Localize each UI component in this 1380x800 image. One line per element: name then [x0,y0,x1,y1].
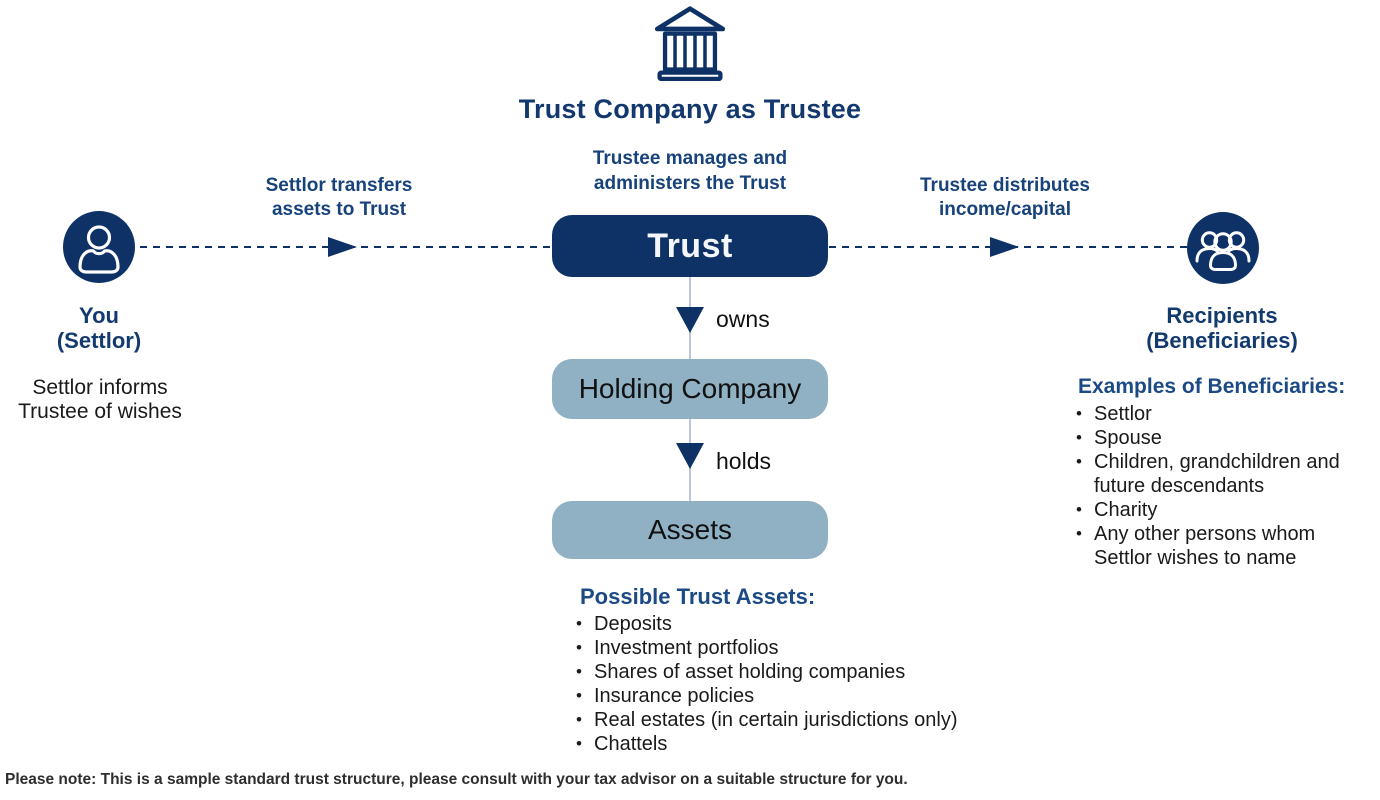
recipients-title: Recipients [1166,303,1278,328]
trust-box: Trust [552,215,828,277]
connector-trust-holding [662,277,718,361]
edge-label-transfer: Settlor transfers assets to Trust [239,174,439,222]
list-item: Shares of asset holding companies [572,660,1032,684]
arrowhead-right-icon [990,237,1019,257]
owns-label: owns [716,306,770,332]
trust-caption-line1: Trustee manages and [592,148,788,169]
person-icon [63,211,135,283]
trust-caption: Trustee manages and administers the Trus… [540,146,840,196]
edge-label-transfer-line1: Settlor transfers [265,175,413,196]
list-item: Investment portfolios [572,636,1032,660]
list-item: Chattels [572,732,1032,756]
settlor-subtitle: (Settlor) [56,328,142,353]
list-item: Charity [1072,498,1340,522]
bank-icon [651,4,729,82]
settlor-node-label: You (Settlor) [19,303,179,353]
assets-list: DepositsInvestment portfoliosShares of a… [572,612,1032,756]
edge-label-transfer-line2: assets to Trust [271,199,407,220]
trust-caption-line2: administers the Trust [593,173,787,194]
assets-box: Assets [552,501,828,559]
edge-label-distribute-line2: income/capital [939,199,1071,220]
holding-company-label: Holding Company [578,373,802,404]
holds-label: holds [716,448,771,474]
recipients-node-label: Recipients (Beneficiaries) [1112,303,1332,353]
assets-section-heading: Possible Trust Assets: [580,584,816,609]
list-item: Spouse [1072,426,1340,450]
assets-box-label: Assets [647,514,733,545]
settlor-title: You [79,303,119,328]
list-item: Real estates (in certain jurisdictions o… [572,708,1032,732]
arrowhead-down-icon [676,443,704,469]
edge-label-distribute-line1: Trustee distributes [920,175,1090,196]
arrowhead-right-icon [328,237,357,257]
beneficiaries-list: SettlorSpouseChildren, grandchildren and… [1072,402,1340,570]
trust-box-label: Trust [647,226,733,265]
arrowhead-down-icon [676,307,704,333]
settlor-note: Settlor informs Trustee of wishes [0,376,200,424]
edge-label-distribute: Trustee distributes income/capital [880,174,1130,222]
list-item: Deposits [572,612,1032,636]
beneficiaries-section-heading: Examples of Beneficiaries: [1078,375,1346,398]
connector-holding-assets [662,419,718,502]
settlor-note-line2: Trustee of wishes [18,400,182,423]
holding-company-box: Holding Company [552,359,828,419]
list-item: Settlor [1072,402,1340,426]
settlor-note-line1: Settlor informs [32,376,168,399]
people-icon [1187,212,1259,284]
list-item: Insurance policies [572,684,1032,708]
recipients-subtitle: (Beneficiaries) [1146,328,1298,353]
page-title: Trust Company as Trustee [518,94,862,124]
footnote: Please note: This is a sample standard t… [5,771,908,788]
list-item: Children, grandchildren and future desce… [1072,450,1340,498]
list-item: Any other persons whom Settlor wishes to… [1072,522,1340,570]
